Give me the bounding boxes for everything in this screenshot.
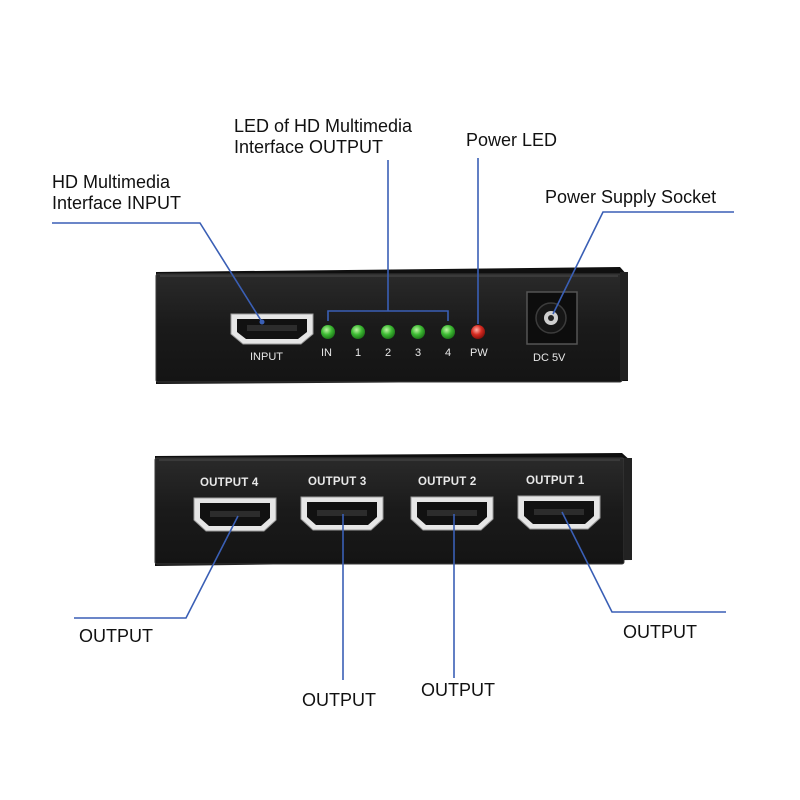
callout-output-far-right: OUTPUT bbox=[623, 622, 697, 642]
leader-line-output-4 bbox=[74, 515, 239, 619]
output-port-2-label: OUTPUT 2 bbox=[418, 476, 477, 488]
callout-output-mid-left: OUTPUT bbox=[302, 690, 376, 710]
leader-line-power-socket bbox=[552, 211, 734, 315]
output-port-4-label: OUTPUT 4 bbox=[200, 477, 259, 489]
dc-power-socket bbox=[526, 291, 578, 345]
hdmi-output-port-4 bbox=[193, 497, 277, 532]
led-label-1: 1 bbox=[355, 347, 362, 359]
callout-hdmi-input: HD Multimedia Interface INPUT bbox=[52, 172, 181, 214]
led-label-4: 4 bbox=[445, 347, 452, 359]
led-4 bbox=[441, 325, 455, 339]
led-label-2: 2 bbox=[385, 347, 392, 359]
callout-hdmi-input-line-1: HD Multimedia bbox=[52, 172, 171, 192]
leader-dot-input bbox=[259, 319, 265, 325]
front-panel bbox=[155, 267, 628, 384]
leader-lines bbox=[52, 158, 734, 680]
hdmi-output-port-1 bbox=[517, 495, 601, 530]
leader-line-input bbox=[52, 222, 263, 323]
input-port-label: INPUT bbox=[250, 351, 283, 363]
callout-led-output-line-1: LED of HD Multimedia bbox=[234, 116, 413, 136]
led-bracket bbox=[327, 310, 449, 321]
callout-hdmi-input-line-2: Interface INPUT bbox=[52, 193, 182, 213]
led-label-in: IN bbox=[321, 347, 332, 359]
led-3 bbox=[411, 325, 425, 339]
led-power bbox=[471, 325, 485, 339]
led-1 bbox=[351, 325, 365, 339]
led-2 bbox=[381, 325, 395, 339]
dc-label: DC 5V bbox=[533, 352, 566, 364]
callout-output-far-left: OUTPUT bbox=[79, 626, 153, 646]
hdmi-output-port-2 bbox=[410, 496, 494, 531]
callout-led-output: LED of HD Multimedia Interface OUTPUT bbox=[234, 116, 412, 158]
callout-power-socket: Power Supply Socket bbox=[545, 187, 717, 207]
led-label-power: PW bbox=[470, 347, 488, 359]
callout-led-output-line-2: Interface OUTPUT bbox=[234, 137, 384, 157]
hdmi-output-port-3 bbox=[300, 496, 384, 531]
led-label-3: 3 bbox=[415, 347, 422, 359]
output-port-1-label: OUTPUT 1 bbox=[526, 475, 585, 487]
callout-power-led: Power LED bbox=[466, 130, 558, 150]
rear-panel bbox=[154, 453, 632, 566]
hdmi-input-port bbox=[230, 313, 314, 345]
led-in bbox=[321, 325, 335, 339]
leader-line-output-1 bbox=[561, 511, 726, 613]
callout-output-mid-right: OUTPUT bbox=[421, 680, 495, 700]
output-port-3-label: OUTPUT 3 bbox=[308, 476, 367, 488]
